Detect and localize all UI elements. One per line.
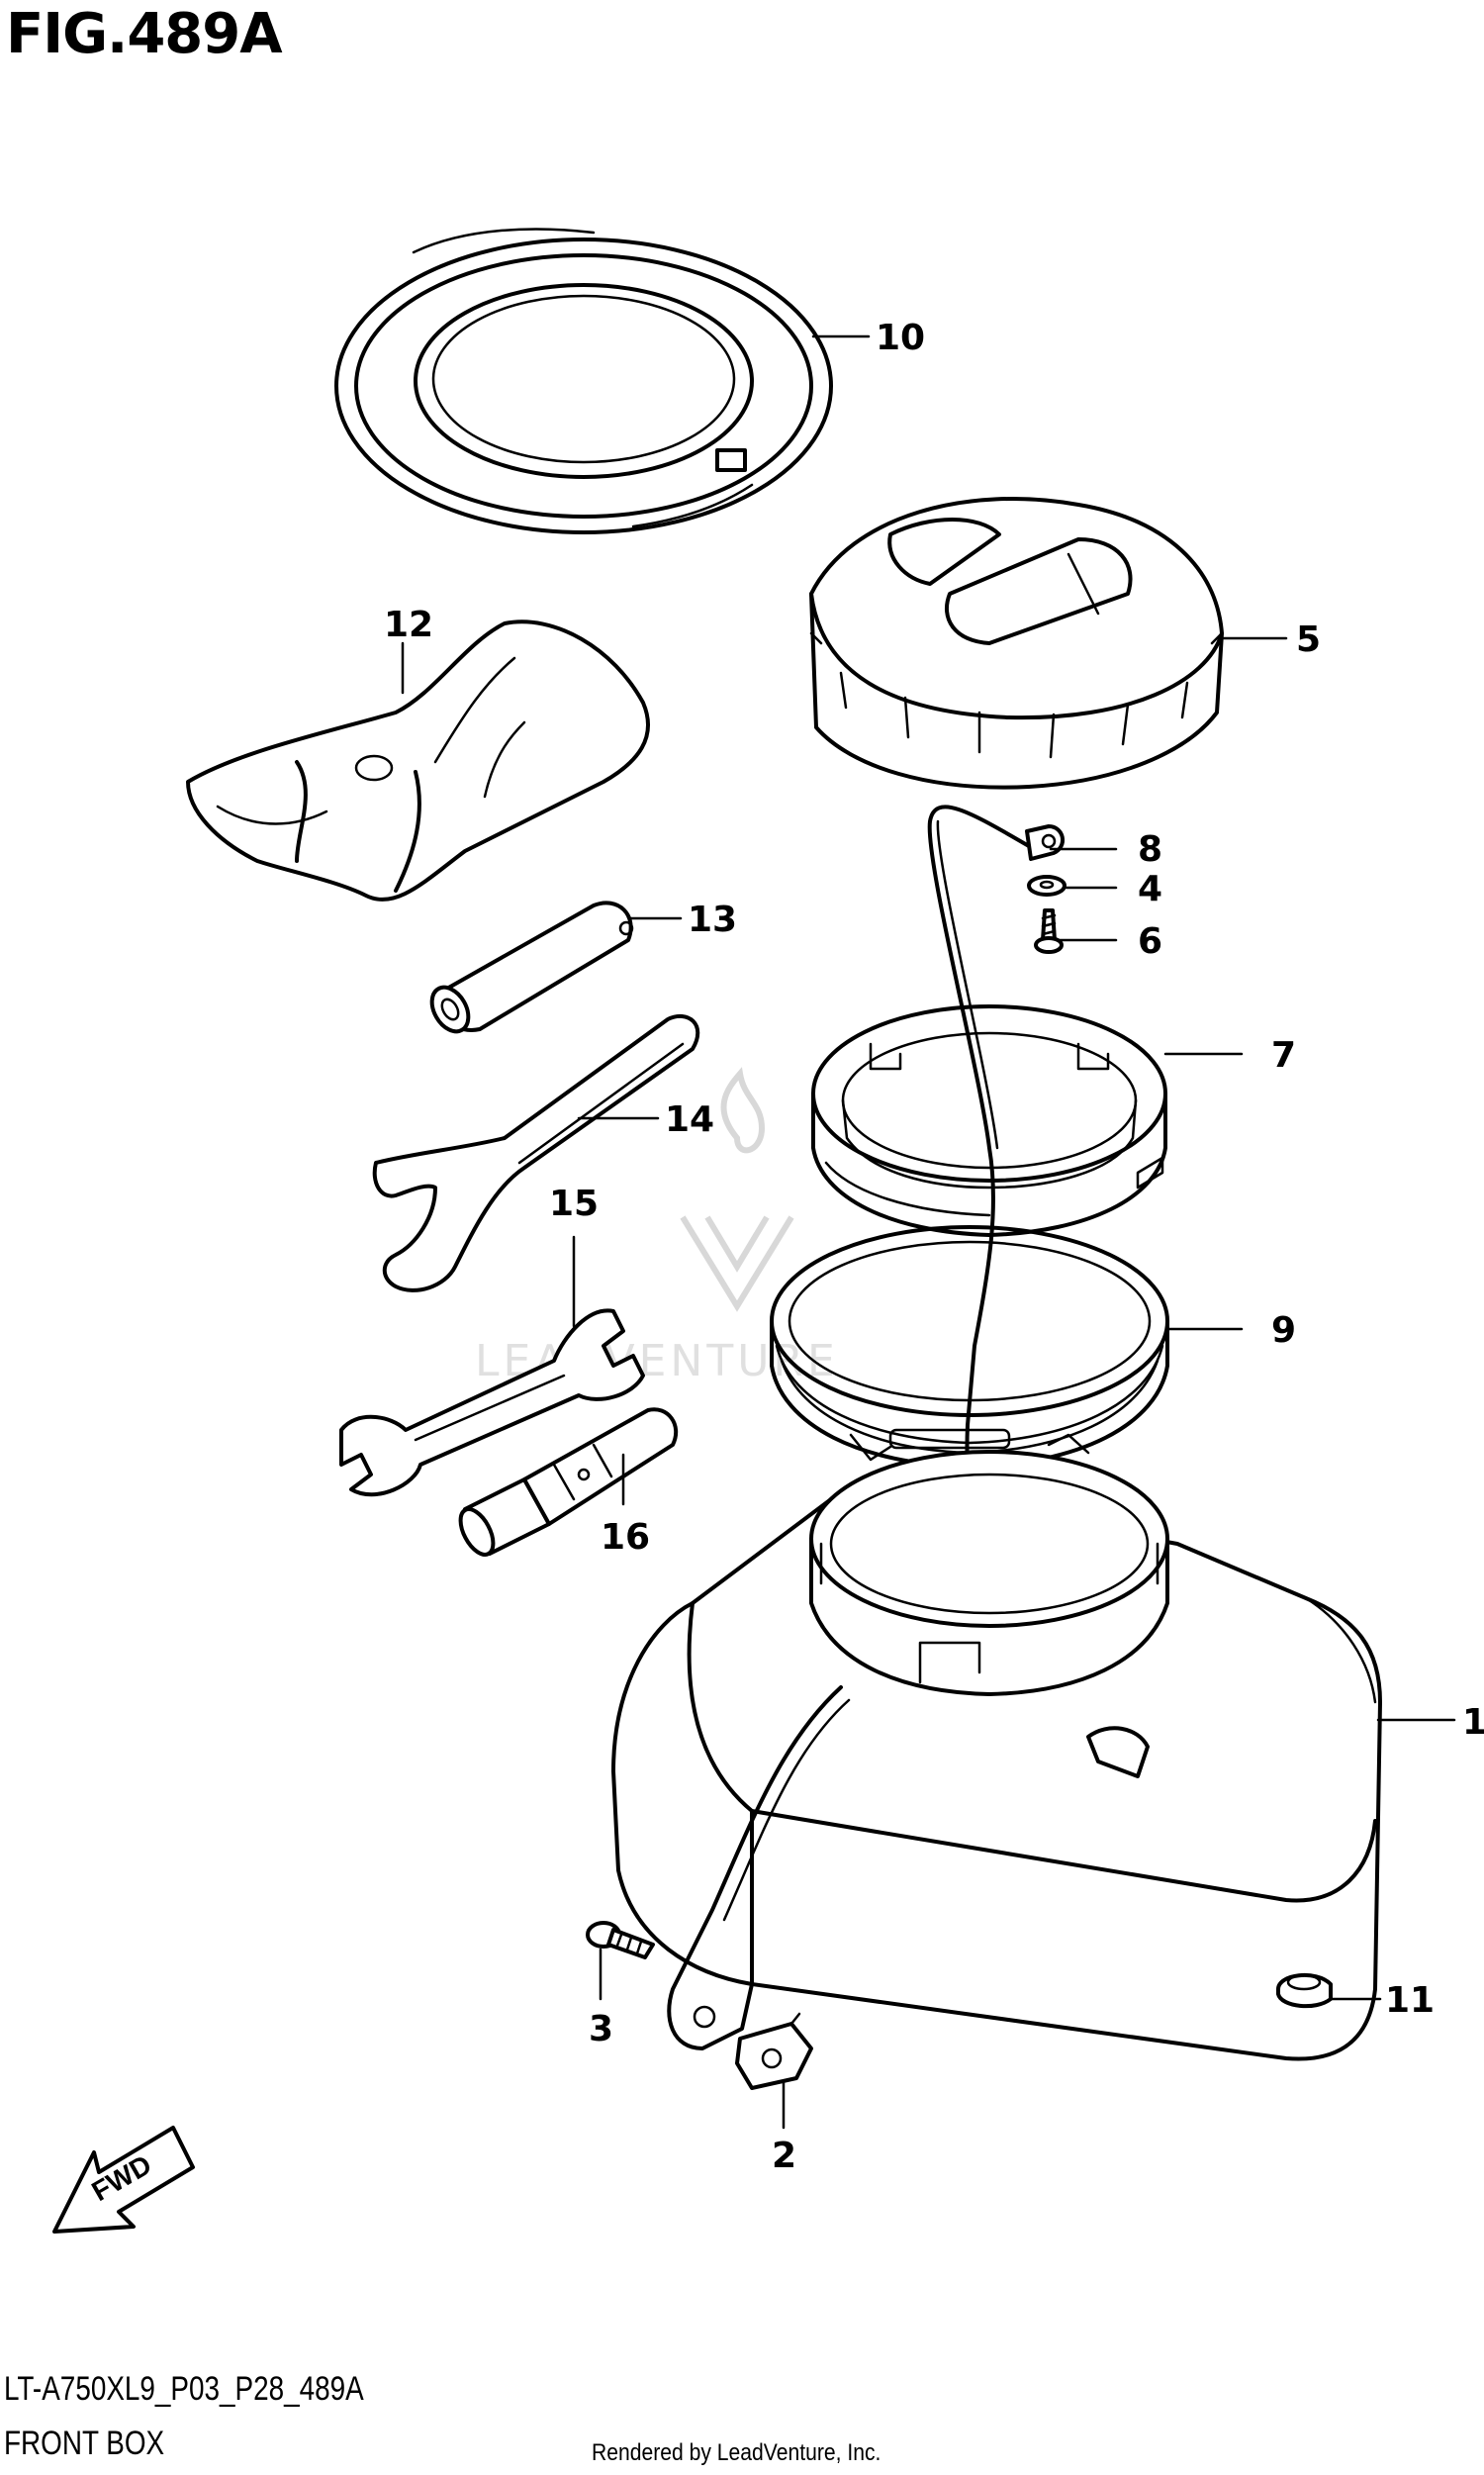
callout-1: 1 bbox=[1462, 1702, 1484, 1743]
part-10-seal-ring bbox=[334, 228, 833, 534]
figure-title: FIG.489A bbox=[6, 2, 283, 66]
part-1-front-box bbox=[611, 1450, 1382, 2061]
model-code: LT-A750XL9_P03_P28_489A bbox=[4, 2370, 364, 2408]
part-4-washer bbox=[1027, 875, 1067, 897]
callout-16: 16 bbox=[601, 1517, 650, 1558]
callout-15: 15 bbox=[549, 1184, 599, 1224]
callout-12: 12 bbox=[384, 605, 433, 645]
part-11-grommet bbox=[1276, 1972, 1333, 2009]
callout-8: 8 bbox=[1138, 829, 1162, 870]
callout-2: 2 bbox=[772, 2136, 796, 2176]
part-3-bolt bbox=[586, 1921, 655, 1959]
callout-3: 3 bbox=[589, 2009, 613, 2049]
part-5-cap bbox=[809, 497, 1224, 790]
part-16-socket-tool bbox=[458, 1407, 679, 1557]
callout-labels: 1 2 3 4 5 6 7 8 9 10 11 12 13 14 15 16 bbox=[384, 318, 1484, 2176]
callout-5: 5 bbox=[1296, 619, 1321, 660]
part-7-collar-ring bbox=[811, 1004, 1167, 1237]
callout-11: 11 bbox=[1385, 1980, 1435, 2021]
section-name: FRONT BOX bbox=[4, 2425, 165, 2462]
callout-9: 9 bbox=[1271, 1310, 1296, 1351]
part-12-tool-bag bbox=[186, 619, 650, 902]
callout-6: 6 bbox=[1138, 921, 1162, 962]
leader-lines bbox=[401, 334, 1456, 2130]
part-15-open-wrench bbox=[339, 1308, 645, 1497]
callout-7: 7 bbox=[1271, 1035, 1296, 1076]
fwd-arrow: FWD bbox=[52, 2126, 195, 2234]
part-8-terminal bbox=[1025, 824, 1065, 861]
render-credit: Rendered by LeadVenture, Inc. bbox=[592, 2439, 881, 2466]
callout-10: 10 bbox=[876, 318, 925, 358]
part-6-screw bbox=[1034, 908, 1064, 954]
callout-13: 13 bbox=[688, 900, 737, 940]
part-2-clip-nut bbox=[735, 2012, 813, 2090]
callout-14: 14 bbox=[665, 1099, 714, 1140]
part-14-spanner bbox=[372, 1013, 700, 1292]
callout-4: 4 bbox=[1138, 869, 1162, 909]
part-13-cylinder bbox=[429, 901, 634, 1034]
